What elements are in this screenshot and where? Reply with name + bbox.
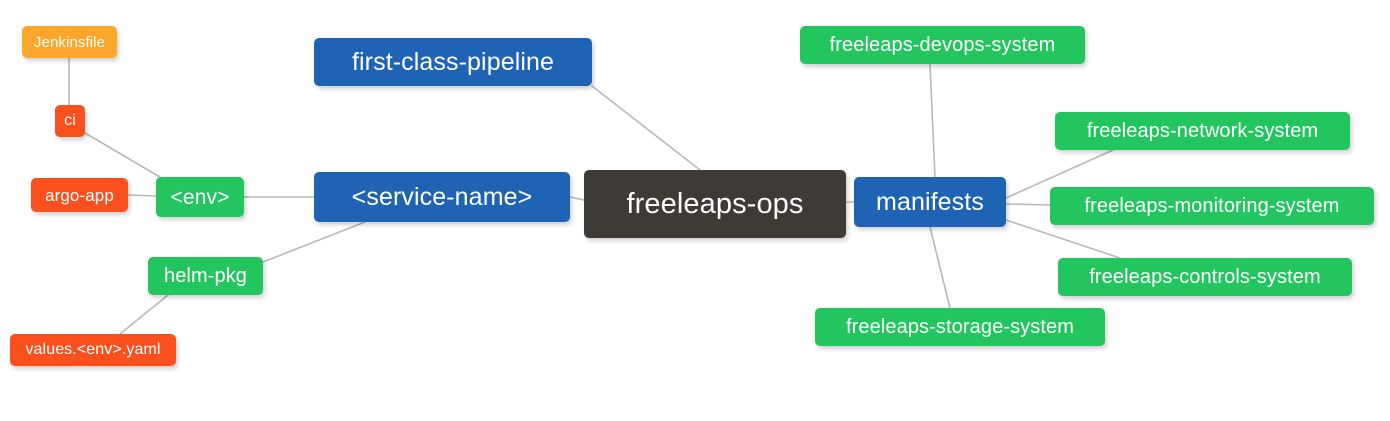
mindmap-node-freeleaps-monitoring-system[interactable]: freeleaps-monitoring-system [1050, 187, 1374, 225]
edge-manifests-to-freeleaps-devops-system [929, 63, 936, 178]
mindmap-node-label: manifests [876, 187, 984, 216]
edge-manifests-to-freeleaps-storage-system [929, 226, 951, 309]
edge-first-class-pipeline-to-freeleaps-ops [591, 85, 701, 171]
mindmap-node-label: freeleaps-network-system [1086, 120, 1319, 142]
mindmap-node-label: freeleaps-monitoring-system [1084, 195, 1340, 217]
edge-ci-to-env [84, 132, 161, 178]
edge-service-name-to-helm-pkg [262, 221, 366, 263]
edge-argo-app-to-env [127, 194, 157, 197]
mindmap-node-argo-app[interactable]: argo-app [31, 178, 128, 212]
mindmap-node-freeleaps-storage-system[interactable]: freeleaps-storage-system [815, 308, 1105, 346]
mindmap-node-jenkinsfile[interactable]: Jenkinsfile [22, 26, 117, 58]
mindmap-node-label: ci [64, 112, 76, 129]
mindmap-node-label: values.<env>.yaml [25, 341, 161, 358]
mindmap-node-label: <service-name> [351, 182, 533, 211]
mindmap-node-freeleaps-devops-system[interactable]: freeleaps-devops-system [800, 26, 1085, 64]
edge-service-name-to-freeleaps-ops [569, 196, 585, 201]
mindmap-node-values-env-yaml[interactable]: values.<env>.yaml [10, 334, 176, 366]
mindmap-node-label: freeleaps-controls-system [1089, 266, 1321, 288]
mindmap-node-first-class-pipeline[interactable]: first-class-pipeline [314, 38, 592, 86]
edge-helm-pkg-to-values-env-yaml [119, 294, 169, 335]
mindmap-node-label: Jenkinsfile [33, 33, 106, 51]
mindmap-node-label: argo-app [45, 185, 114, 205]
edge-manifests-to-freeleaps-controls-system [1005, 219, 1121, 259]
mindmap-node-label: freeleaps-storage-system [845, 316, 1075, 338]
mindmap-node-label: freeleaps-devops-system [829, 34, 1056, 56]
mindmap-node-label: <env> [170, 185, 230, 209]
mindmap-node-ci[interactable]: ci [55, 105, 85, 137]
mindmap-node-freeleaps-network-system[interactable]: freeleaps-network-system [1055, 112, 1350, 150]
mindmap-node-freeleaps-controls-system[interactable]: freeleaps-controls-system [1058, 258, 1352, 296]
mindmap-node-manifests[interactable]: manifests [854, 177, 1006, 227]
edge-manifests-to-freeleaps-monitoring-system [1005, 203, 1051, 206]
mindmap-node-helm-pkg[interactable]: helm-pkg [148, 257, 263, 295]
mindmap-node-label: first-class-pipeline [351, 47, 555, 76]
mindmap-node-freeleaps-ops[interactable]: freeleaps-ops [584, 170, 846, 238]
mindmap-node-env[interactable]: <env> [156, 177, 244, 217]
mindmap-node-service-name[interactable]: <service-name> [314, 172, 570, 222]
mindmap-node-label: freeleaps-ops [626, 187, 804, 220]
mindmap-node-label: helm-pkg [163, 265, 248, 287]
